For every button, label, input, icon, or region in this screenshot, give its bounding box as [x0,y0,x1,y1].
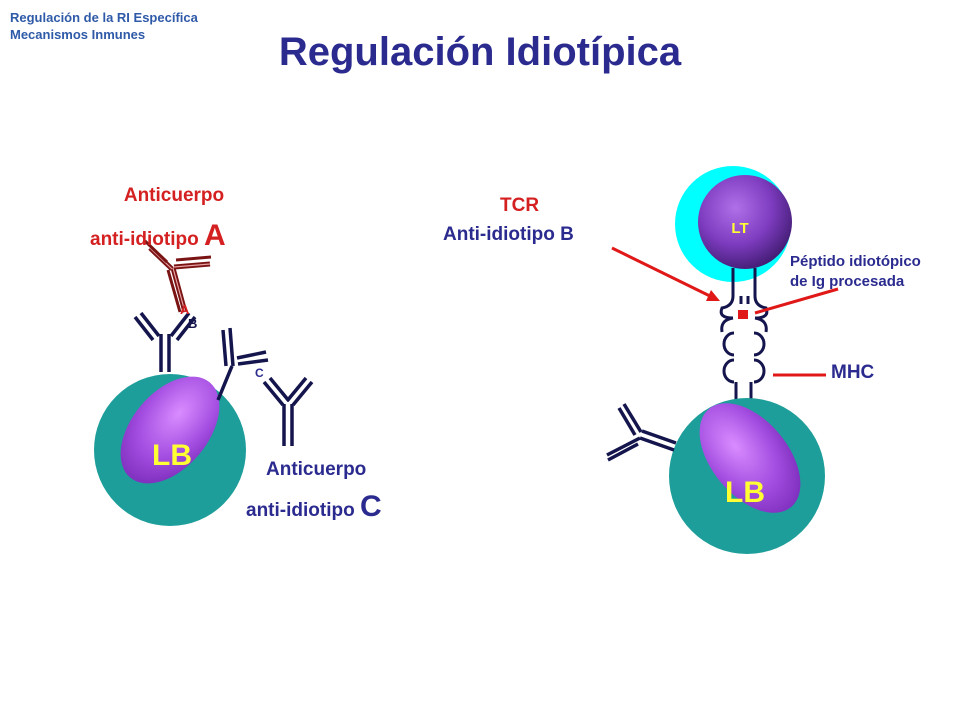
epitope-a-label: A [180,302,190,317]
tcr-anti-idiotype-b-label: Anti-idiotipo B [443,224,574,245]
breadcrumb-line-1: Regulación de la RI Específica [10,10,198,25]
anti-idiotype-a-antibody [143,239,212,313]
anti-idiotype-a-label-line2: anti-idiotipo A [90,219,226,252]
right-b-cell-nucleus [699,403,801,513]
left-b-cell-nucleus [120,376,220,484]
epitope-b-label: B [188,316,197,331]
left-bcr-antibody [133,311,197,372]
right-b-cell-label: LB [725,476,765,509]
anti-idiotype-c-label: Anticuerpo [266,459,367,480]
mhc-label: MHC [831,362,875,383]
peptide-label-line2: de Ig procesada [790,273,905,290]
breadcrumb: Regulación de la RI Específica Mecanismo… [10,9,198,43]
right-bcr-antibody [606,403,677,462]
anti-idiotype-c-letter: C [359,490,382,523]
peptide-square [738,310,748,319]
breadcrumb-line-2: Mecanismos Inmunes [10,27,146,42]
peptide-label-line1: Péptido idiotópico [790,253,921,270]
anti-idiotype-c-label-line2: anti-idiotipo C [246,490,382,523]
anti-idiotype-a-letter: A [203,219,226,252]
t-cell-label: LT [731,220,748,237]
tcr-label: TCR [500,195,540,216]
tcr-receptor [719,268,769,320]
anti-idiotype-a-label: Anticuerpo [123,185,225,206]
anti-idiotype-c-antibody [262,376,314,446]
t-cell: LT [675,166,792,282]
secreted-antibody-c [216,327,269,401]
left-b-cell-label: LB [152,439,192,472]
slide-title: Regulación Idiotípica [278,30,682,74]
peptide-label: Péptido idiotópico de Ig procesada [790,252,921,292]
right-b-cell: LB [669,398,825,554]
epitope-c-label: C [255,366,264,380]
left-b-cell: LB [94,374,246,526]
mhc-molecule [720,316,768,405]
pointer-lines [611,246,839,377]
t-cell-nucleus [698,175,792,269]
